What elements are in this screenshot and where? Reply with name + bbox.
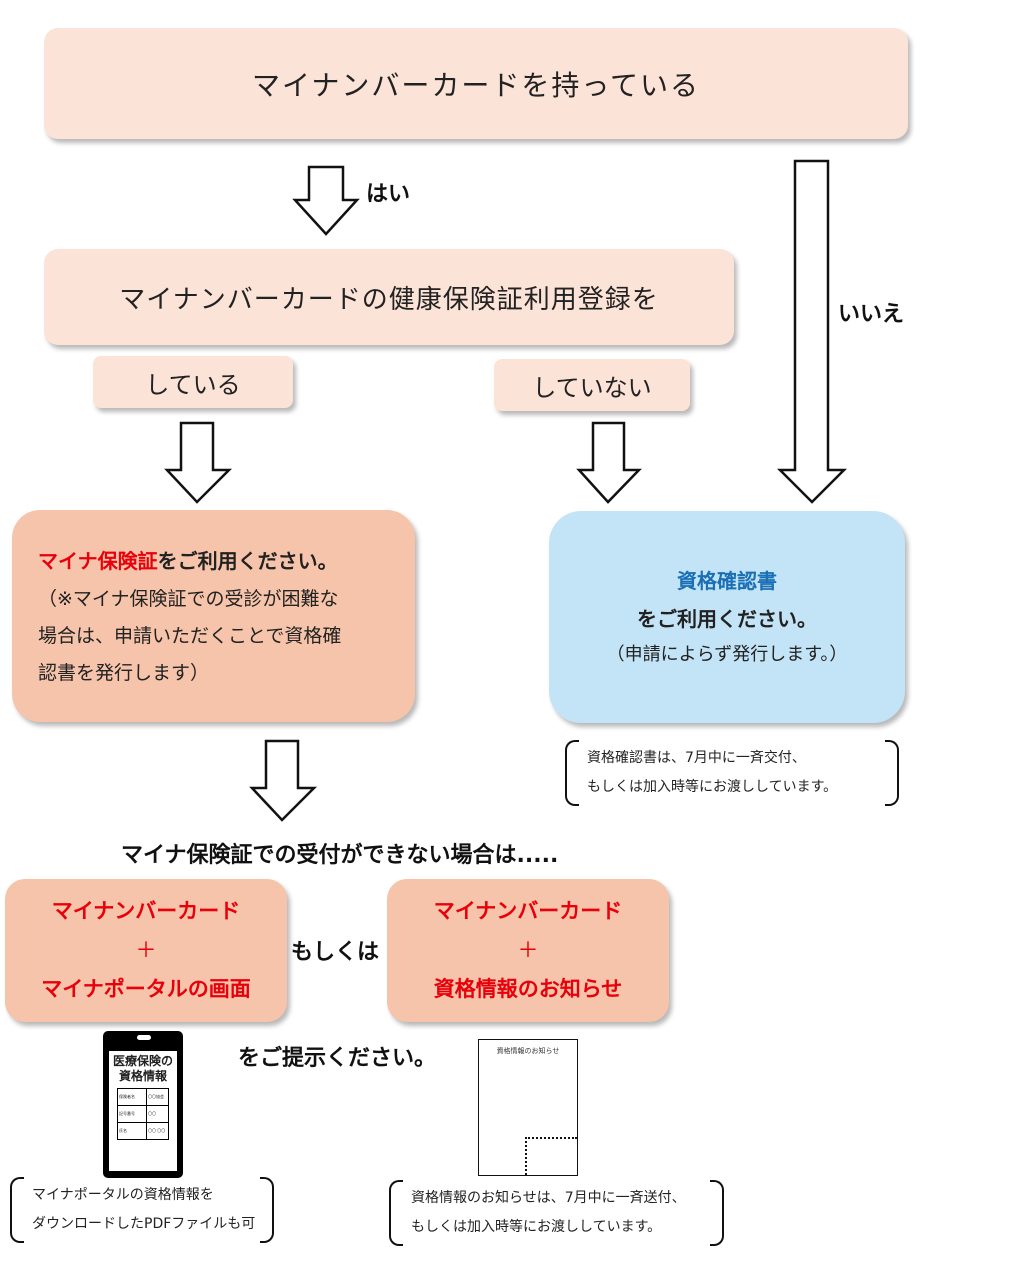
mynahoken-note-line2: 場合は、申請いただくことで資格確	[38, 624, 342, 647]
option-b-plus: ＋	[517, 938, 539, 962]
phone-cell: 〇〇協会	[146, 1088, 169, 1106]
option-a-line3: マイナポータルの画面	[41, 977, 251, 1001]
notice-document-fold	[525, 1137, 577, 1175]
option-registered-text: している	[145, 370, 241, 399]
option-not-registered-text: していない	[532, 373, 652, 402]
no-label: いいえ	[838, 302, 905, 327]
shikaku-title: 資格確認書	[677, 569, 777, 593]
portal-note: マイナポータルの資格情報を ダウンロードしたPDFファイルも可	[10, 1177, 274, 1243]
phone-title-line1: 医療保険の	[112, 1054, 173, 1068]
yes-down-arrow	[292, 165, 360, 236]
phone-speaker	[137, 1035, 151, 1040]
mynahoken-note-line3: 認書を発行します）	[38, 661, 210, 684]
phone-title-line2: 資格情報	[118, 1069, 167, 1083]
phone-cell: 氏名	[117, 1122, 147, 1140]
phone-cell: 〇〇 〇〇	[146, 1122, 169, 1140]
option-a-plus: ＋	[135, 938, 157, 962]
shikaku-note: 資格確認書は、7月中に一斉交付、 もしくは加入時等にお渡ししています。	[565, 740, 899, 806]
no-down-arrow	[776, 159, 848, 504]
option-a-line1: マイナンバーカード	[51, 899, 241, 923]
notice-note: 資格情報のお知らせは、7月中に一斉送付、 もしくは加入時等にお渡ししています。	[389, 1180, 724, 1246]
option-b-line1: マイナンバーカード	[433, 899, 623, 923]
phone-screen: 医療保険の 資格情報 保険者名〇〇協会 記号番号〇〇 氏名〇〇 〇〇	[109, 1051, 177, 1171]
shikaku-note-line1: 資格確認書は、7月中に一斉交付、	[587, 750, 806, 766]
portal-note-line1: マイナポータルの資格情報を	[32, 1187, 214, 1203]
mynahoken-note-line1: （※マイナ保険証での受診が困難な	[38, 587, 339, 610]
present-label: をご提示ください。	[238, 1046, 437, 1071]
smartphone-illustration: 医療保険の 資格情報 保険者名〇〇協会 記号番号〇〇 氏名〇〇 〇〇	[103, 1031, 183, 1178]
shikaku-line3: （申請によらず発行します。）	[606, 644, 848, 665]
option-registered: している	[93, 356, 293, 408]
option-card-plus-notice: マイナンバーカード ＋ 資格情報のお知らせ	[387, 879, 669, 1022]
option-not-registered: していない	[494, 359, 690, 411]
use-mynahoken-title: マイナ保険証をご利用ください。	[38, 541, 338, 581]
option-card-plus-portal: マイナンバーカード ＋ マイナポータルの画面	[5, 879, 287, 1022]
question-health-insurance-registration-text: マイナンバーカードの健康保険証利用登録を	[119, 284, 659, 315]
notice-document-illustration: 資格情報のお知らせ	[478, 1039, 578, 1176]
phone-cell: 記号番号	[117, 1105, 147, 1123]
cannot-accept-text: マイナ保険証での受付ができない場合は.....	[121, 843, 559, 868]
question-has-mynumber-card: マイナンバーカードを持っている	[44, 28, 908, 139]
option-b-line3: 資格情報のお知らせ	[433, 977, 623, 1001]
not-registered-down-arrow	[576, 421, 642, 504]
notice-note-line2: もしくは加入時等にお渡ししています。	[411, 1219, 662, 1235]
question-health-insurance-registration: マイナンバーカードの健康保険証利用登録を	[44, 249, 734, 345]
shikaku-line2: をご利用ください。	[637, 607, 817, 631]
phone-cell: 〇〇	[146, 1105, 169, 1123]
question-has-mynumber-card-text: マイナンバーカードを持っている	[251, 68, 701, 102]
mynahoken-red-text: マイナ保険証	[38, 548, 158, 573]
phone-info-table: 保険者名〇〇協会 記号番号〇〇 氏名〇〇 〇〇	[117, 1088, 169, 1140]
phone-cell: 保険者名	[117, 1088, 147, 1106]
shikaku-note-line2: もしくは加入時等にお渡ししています。	[587, 779, 838, 795]
mynahoken-down-arrow	[249, 739, 318, 822]
use-shikaku-kakuninsho-box: 資格確認書 をご利用ください。 （申請によらず発行します。）	[549, 511, 905, 723]
registered-down-arrow	[164, 421, 233, 504]
yes-label: はい	[366, 182, 411, 207]
use-mynahoken-box: マイナ保険証をご利用ください。 （※マイナ保険証での受診が困難な 場合は、申請い…	[12, 510, 415, 722]
mynahoken-title-rest: をご利用ください。	[157, 548, 338, 573]
portal-note-line2: ダウンロードしたPDFファイルも可	[32, 1216, 256, 1232]
notice-document-title: 資格情報のお知らせ	[496, 1047, 560, 1055]
or-label: もしくは	[291, 940, 380, 965]
notice-note-line1: 資格情報のお知らせは、7月中に一斉送付、	[411, 1190, 686, 1206]
